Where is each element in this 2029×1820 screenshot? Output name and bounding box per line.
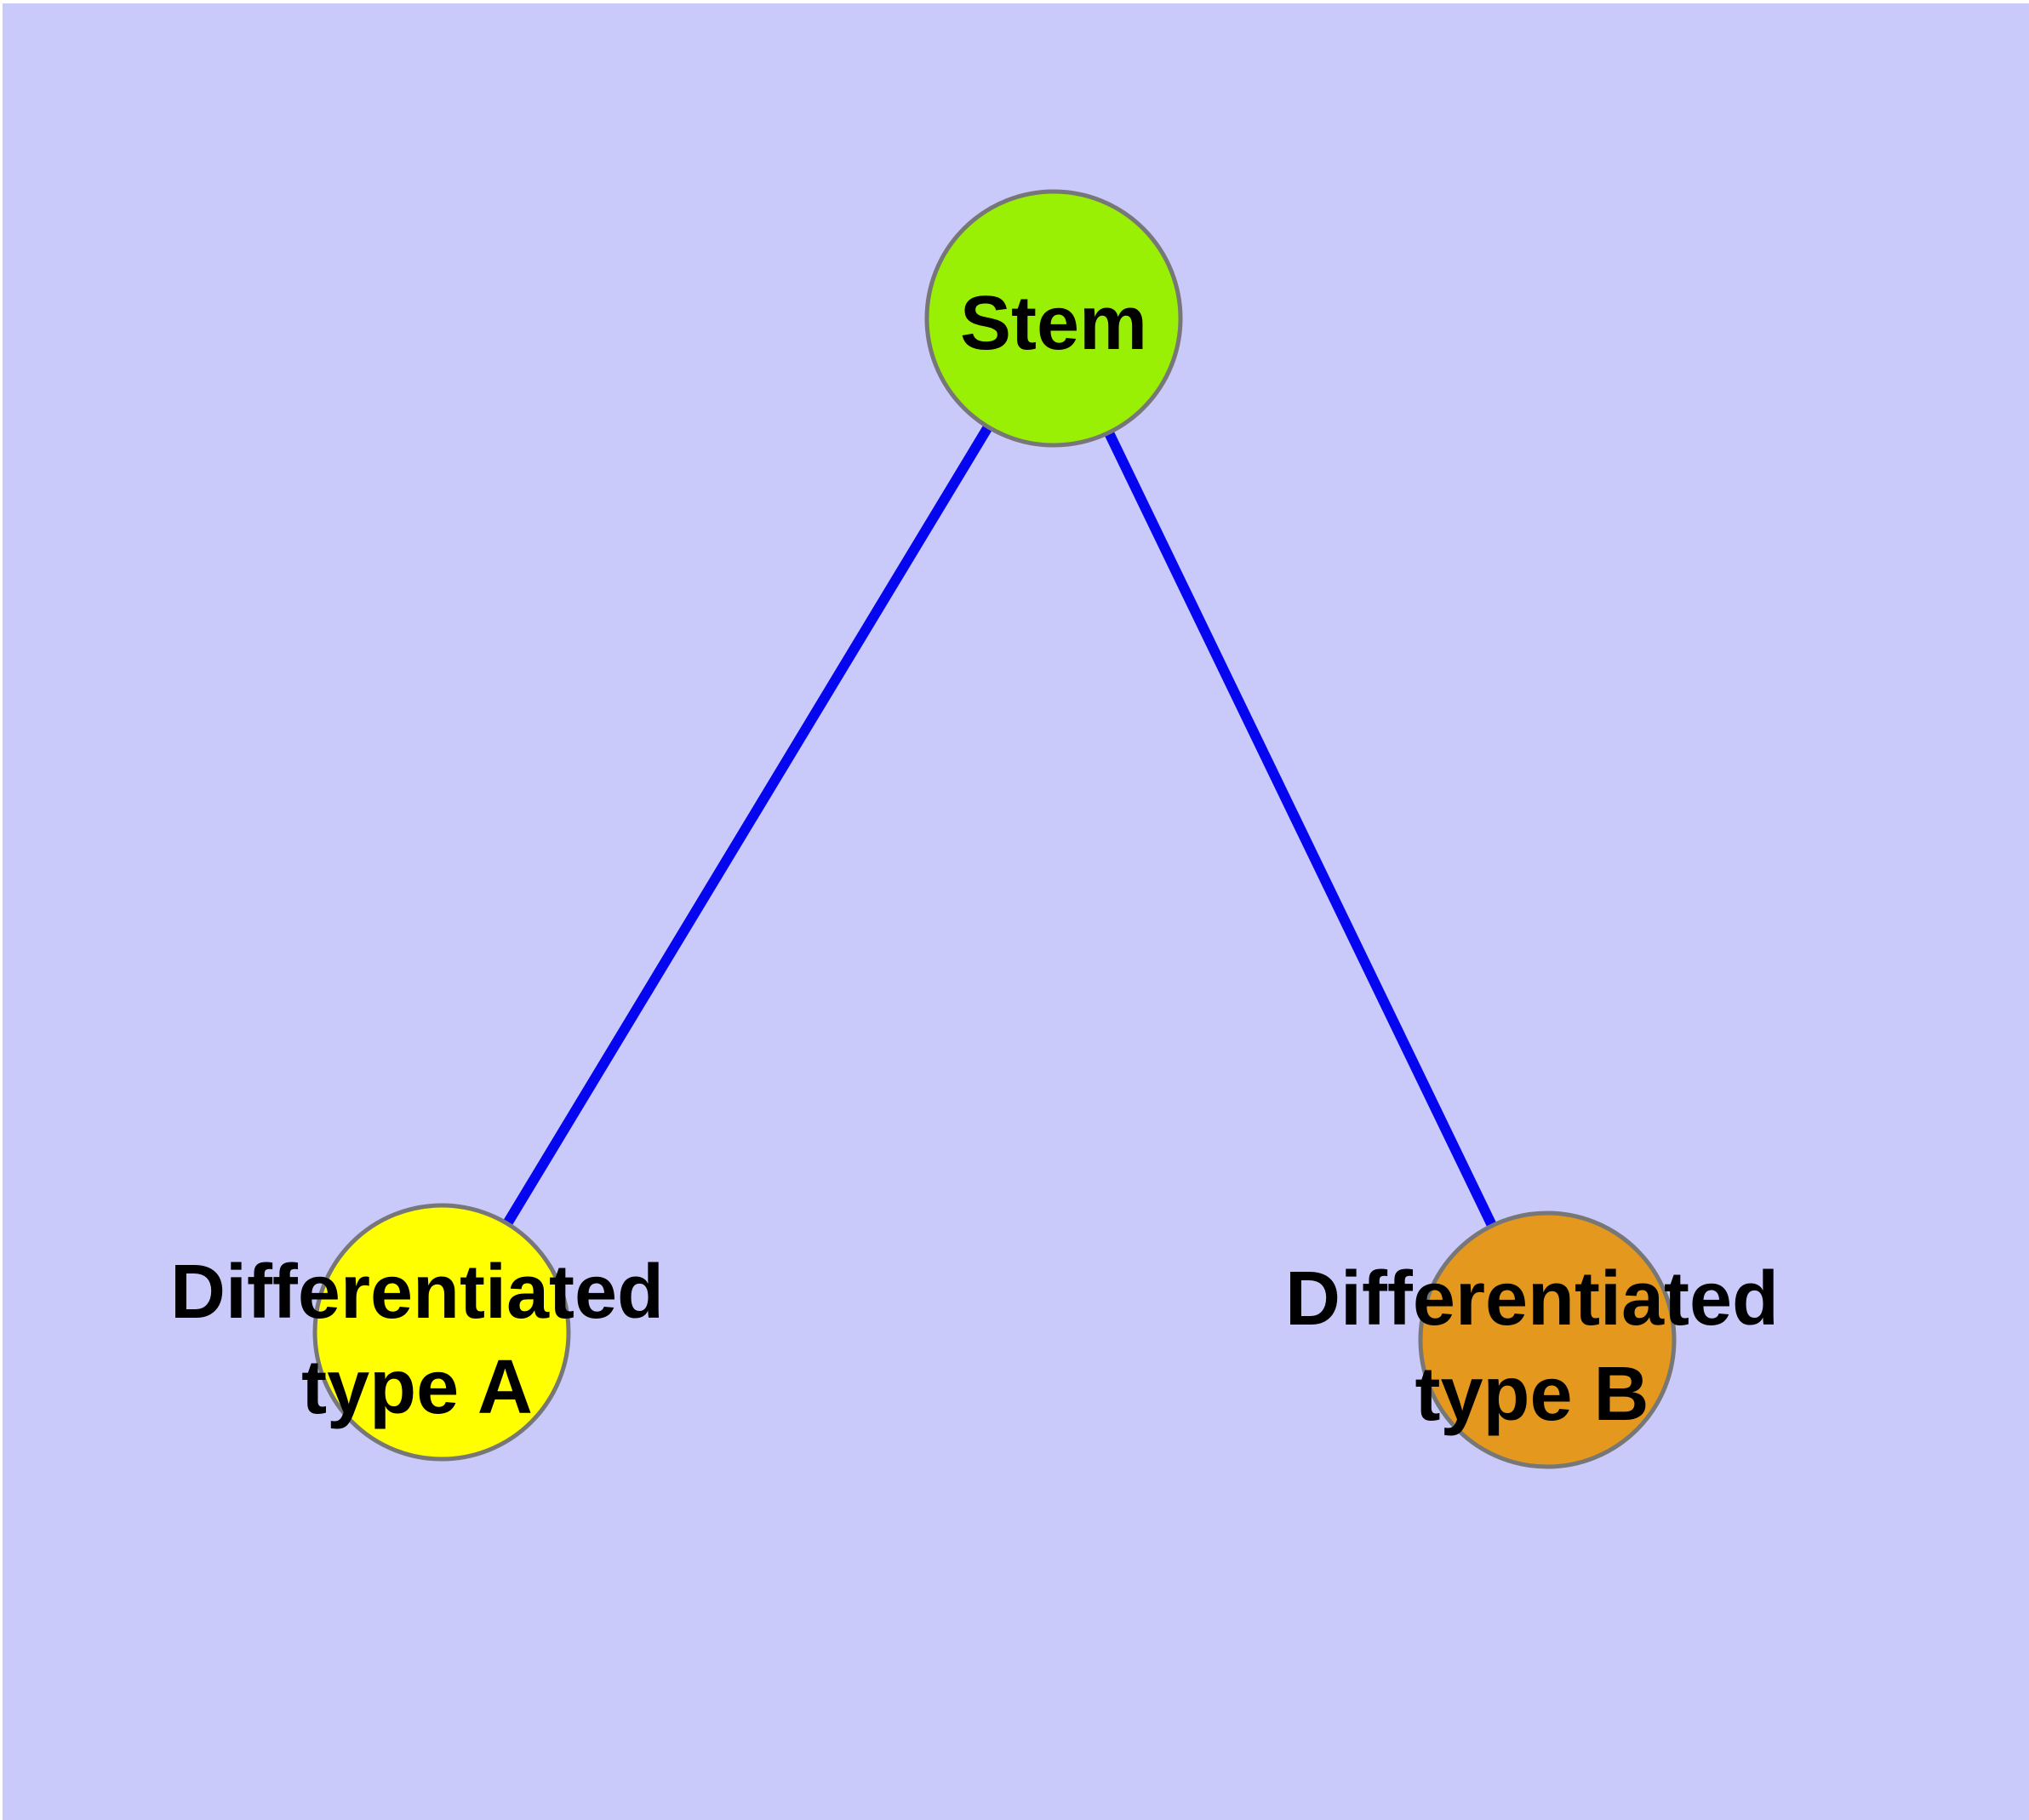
node-differentiated-type-a: Differentiated type A	[170, 1203, 664, 1462]
node-stem: Stem	[924, 189, 1183, 448]
node-differentiated-type-b: Differentiated type B	[1285, 1210, 1779, 1469]
node-stem-circle	[924, 189, 1183, 448]
node-type-b-label-line2: type B	[1415, 1352, 1649, 1437]
node-stem-label: Stem	[960, 281, 1147, 366]
node-type-a-label-line2: type A	[301, 1345, 533, 1430]
edge-layer	[437, 315, 1552, 1342]
node-type-b-label-line1: Differentiated	[1285, 1256, 1779, 1342]
node-type-a-circle	[312, 1203, 571, 1462]
edge-stem-to-type-b	[1049, 316, 1552, 1342]
node-type-a-label-line1: Differentiated	[170, 1250, 664, 1335]
node-type-b-circle	[1418, 1210, 1677, 1469]
edge-stem-to-type-a	[437, 315, 1059, 1336]
